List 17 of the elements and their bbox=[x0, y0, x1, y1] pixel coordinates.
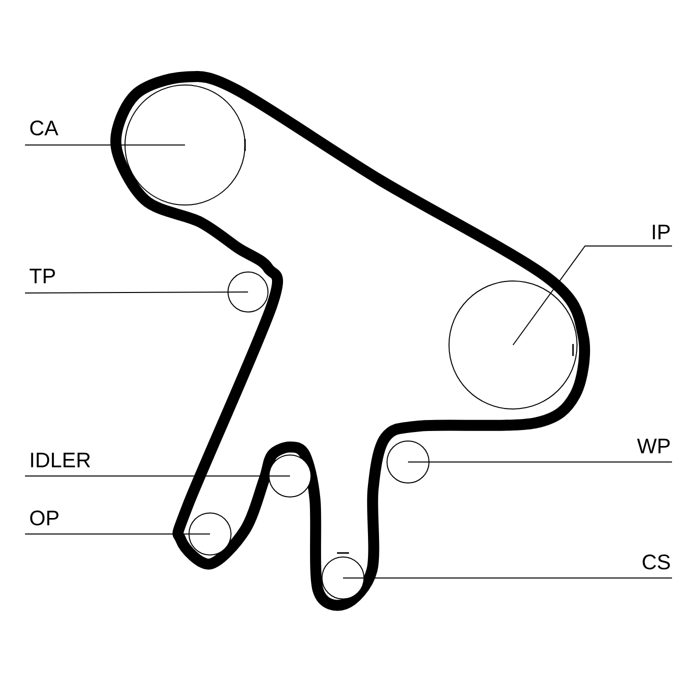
part-label: WP bbox=[637, 438, 670, 454]
pulley bbox=[268, 454, 312, 498]
pulley bbox=[228, 272, 268, 312]
pulley bbox=[386, 440, 430, 484]
part-label: CA bbox=[30, 120, 58, 136]
leader-line bbox=[24, 144, 186, 146]
leader-line bbox=[512, 246, 673, 346]
pulley bbox=[448, 280, 578, 410]
part-label: TP bbox=[30, 268, 55, 284]
part-label: CS bbox=[642, 554, 670, 570]
pulley bbox=[322, 552, 364, 600]
pulley bbox=[188, 512, 232, 556]
leader-line bbox=[24, 292, 248, 294]
part-label: IP bbox=[652, 224, 670, 240]
pulley bbox=[124, 84, 246, 206]
part-label: OP bbox=[30, 510, 58, 526]
part-label: IDLER bbox=[31, 452, 90, 468]
